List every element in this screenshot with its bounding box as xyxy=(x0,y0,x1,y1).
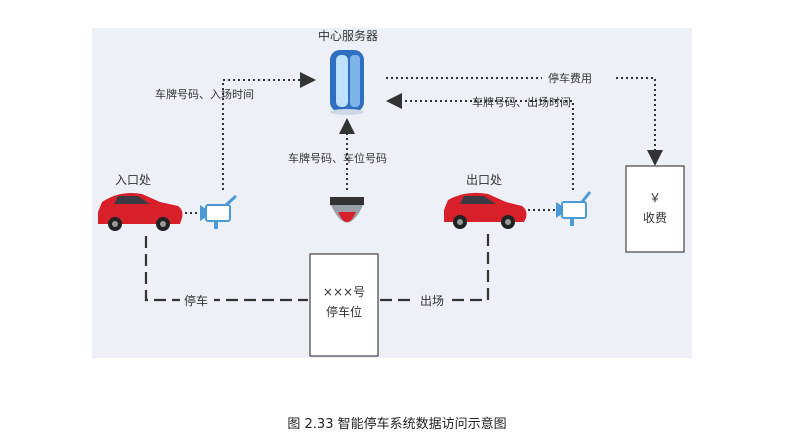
parking-spot-box xyxy=(309,253,379,357)
spot-to-exit-label: 出场 xyxy=(420,294,444,308)
exit-label: 出口处 xyxy=(466,173,502,187)
server-to-toll-label: 停车费用 xyxy=(548,71,592,85)
entrance-camera-icon xyxy=(200,194,238,229)
entrance-label: 入口处 xyxy=(115,173,151,187)
server-to-toll-arrow xyxy=(386,77,663,166)
entrance-car-icon xyxy=(98,193,183,231)
exit-camera-icon xyxy=(556,191,592,226)
exit-car-icon xyxy=(444,192,527,229)
toll-box xyxy=(625,165,685,253)
toll-label: 收费 xyxy=(643,211,667,225)
entrance-to-spot-label: 停车 xyxy=(184,293,208,308)
entrance-to-server-label: 车牌号码、入场时间 xyxy=(155,87,254,101)
parking-spot-number: ×××号 xyxy=(323,285,365,299)
camera-to-server-label: 车牌号码、车位号码 xyxy=(288,151,387,165)
figure-caption: 图 2.33 智能停车系统数据访问示意图 xyxy=(287,417,507,432)
server-label: 中心服务器 xyxy=(318,28,378,43)
entrance-to-server-arrow xyxy=(222,72,316,190)
exit-to-server-arrow xyxy=(386,93,574,190)
exit-to-server-label: 车牌号码、出场时间 xyxy=(472,95,571,109)
server-icon xyxy=(330,50,364,115)
toll-symbol: ￥ xyxy=(649,191,661,205)
parking-spot-label: 停车位 xyxy=(326,304,362,319)
dome-camera-icon xyxy=(330,197,364,223)
entrance-to-spot-path xyxy=(144,236,308,302)
